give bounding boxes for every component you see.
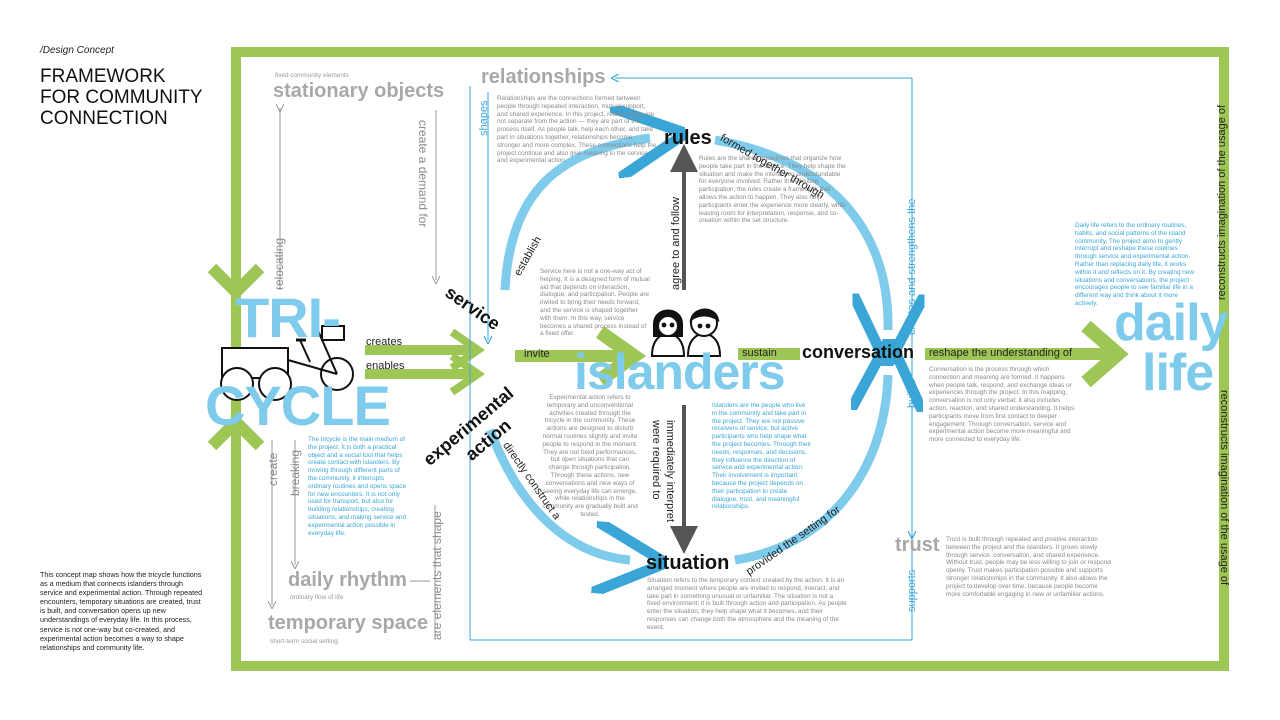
- arc-formed: [714, 135, 888, 330]
- daily-life-text: Daily life refers to the ordinary routin…: [1075, 222, 1194, 307]
- stationary-caption: fixed community elements: [275, 72, 349, 79]
- experimental-text: Experimental action refers to temporary …: [542, 394, 638, 518]
- header-subtitle: /Design Concept: [40, 45, 114, 56]
- tricycle-text: The tricycle is the main medium of the p…: [308, 436, 407, 537]
- create-demand-label: create a demand for: [416, 120, 430, 228]
- tricycle-icon: [220, 325, 354, 401]
- conversation-text: Conversation is the process through whic…: [929, 366, 1075, 444]
- arc-provided: [734, 375, 888, 565]
- summary-text: This concept map shows how the tricycle …: [40, 570, 203, 652]
- create-label: create: [266, 452, 280, 486]
- situation-text: Situation refers to the temporary contex…: [647, 577, 847, 631]
- reconstructs-bottom-label: reconstructs imagination of the usage of: [1218, 390, 1230, 586]
- reconstructs-top-label: reconstructs imagination of the usage of: [1216, 104, 1228, 300]
- arc-directly: [485, 428, 630, 560]
- daily-label: daily: [1114, 294, 1228, 352]
- rules-text: Rules are the shared guidelines that org…: [699, 155, 846, 225]
- service-text: Service here is not a one-way act of hel…: [540, 268, 650, 338]
- builds-label: builds: [906, 379, 918, 408]
- shapes-label: shapes: [478, 100, 490, 136]
- chevron-bottom-left: [207, 413, 265, 451]
- chevron-top-left: [207, 263, 265, 301]
- trust-text: Trust is built through repeated and posi…: [946, 536, 1111, 598]
- daily-rhythm-caption: ordinary flow of life: [290, 594, 344, 601]
- supports-label: supports: [906, 569, 918, 612]
- interpret-label: immediately interpret: [664, 420, 676, 523]
- temporary-space-caption: short-term social setting: [270, 638, 338, 645]
- trust-label: trust: [895, 534, 940, 556]
- daily-rhythm-label: daily rhythm: [288, 569, 407, 591]
- invite-label: invite: [524, 348, 550, 360]
- rules-label: rules: [664, 127, 712, 149]
- cycle-label: CYCLE: [205, 374, 391, 437]
- tri-label: TRI-: [235, 286, 341, 349]
- creates-label: creates: [366, 336, 403, 348]
- breaking-label: breaking: [288, 449, 302, 496]
- page-title: FRAMEWORK FOR COMMUNITY CONNECTION: [40, 66, 203, 129]
- stationary-objects-label: stationary objects: [273, 80, 445, 102]
- temporary-space-label: temporary space: [268, 612, 429, 634]
- conversation-label: conversation: [802, 342, 915, 362]
- required-label: were required to: [650, 420, 662, 500]
- agree-follow-label: agree to and follow: [670, 197, 682, 290]
- elements-shape-label: are elements that shape: [430, 511, 444, 640]
- arc-establish: [500, 138, 650, 291]
- relocating-label: relocating: [272, 237, 286, 290]
- life-label: life: [1142, 344, 1214, 402]
- relationships-text: Relationships are the connections formed…: [497, 95, 657, 165]
- relationships-label: relationships: [481, 66, 606, 88]
- creates-strengthens-label: creates and strengthens the: [906, 198, 918, 335]
- islanders-label: islanders: [574, 344, 786, 400]
- situation-label: situation: [646, 552, 730, 574]
- enables-label: enables: [366, 360, 405, 372]
- sustain-label: sustain: [742, 347, 777, 359]
- islanders-faces-icon: [650, 308, 722, 357]
- reshape-label: reshape the understanding of: [929, 347, 1073, 359]
- islanders-text: Islanders are the people who live in the…: [712, 402, 811, 511]
